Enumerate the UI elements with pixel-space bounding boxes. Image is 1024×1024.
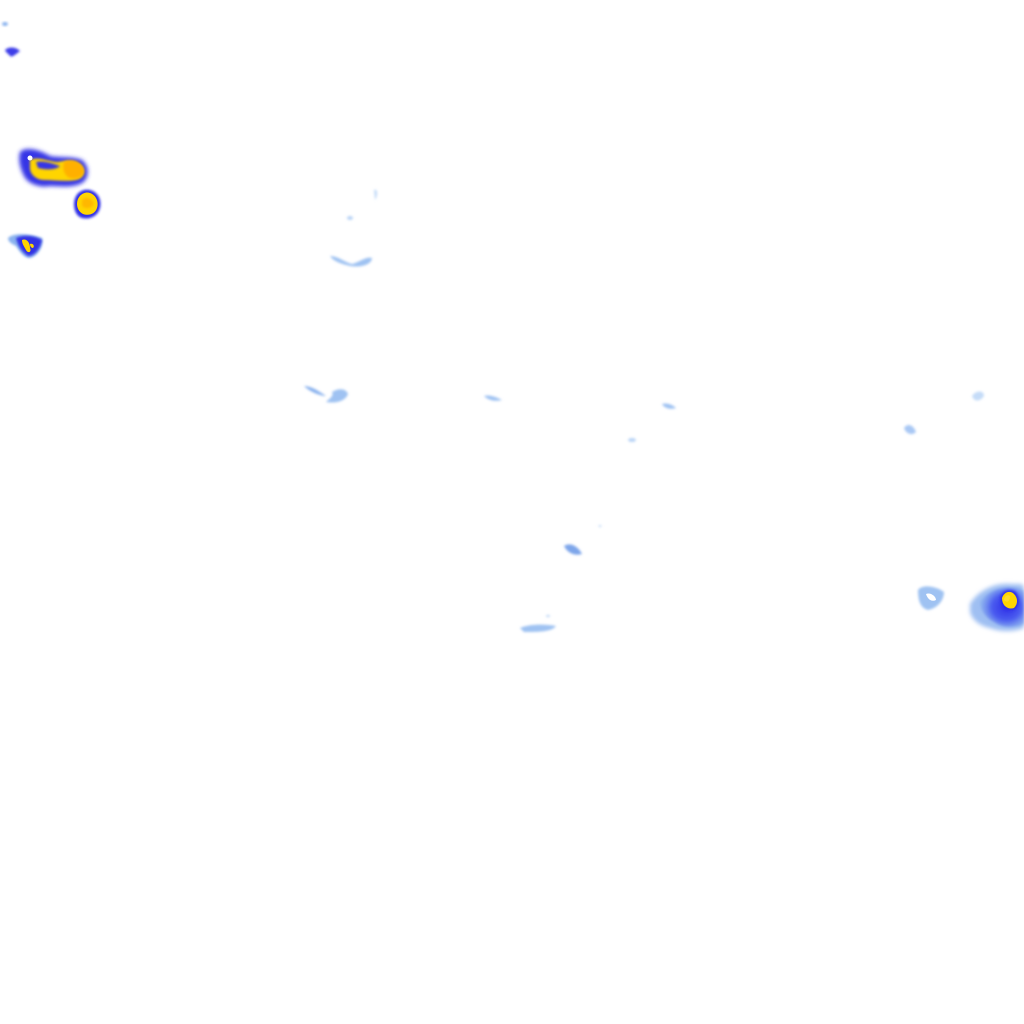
- cell-w-small: [8, 234, 43, 258]
- cell-nw-round: [74, 189, 101, 219]
- echo-scatter: [304, 189, 984, 632]
- cell-nw-dot: [2, 22, 20, 57]
- cell-se-side: [918, 586, 944, 610]
- cell-nw-band: [19, 149, 88, 187]
- cell-se-main: [970, 583, 1024, 631]
